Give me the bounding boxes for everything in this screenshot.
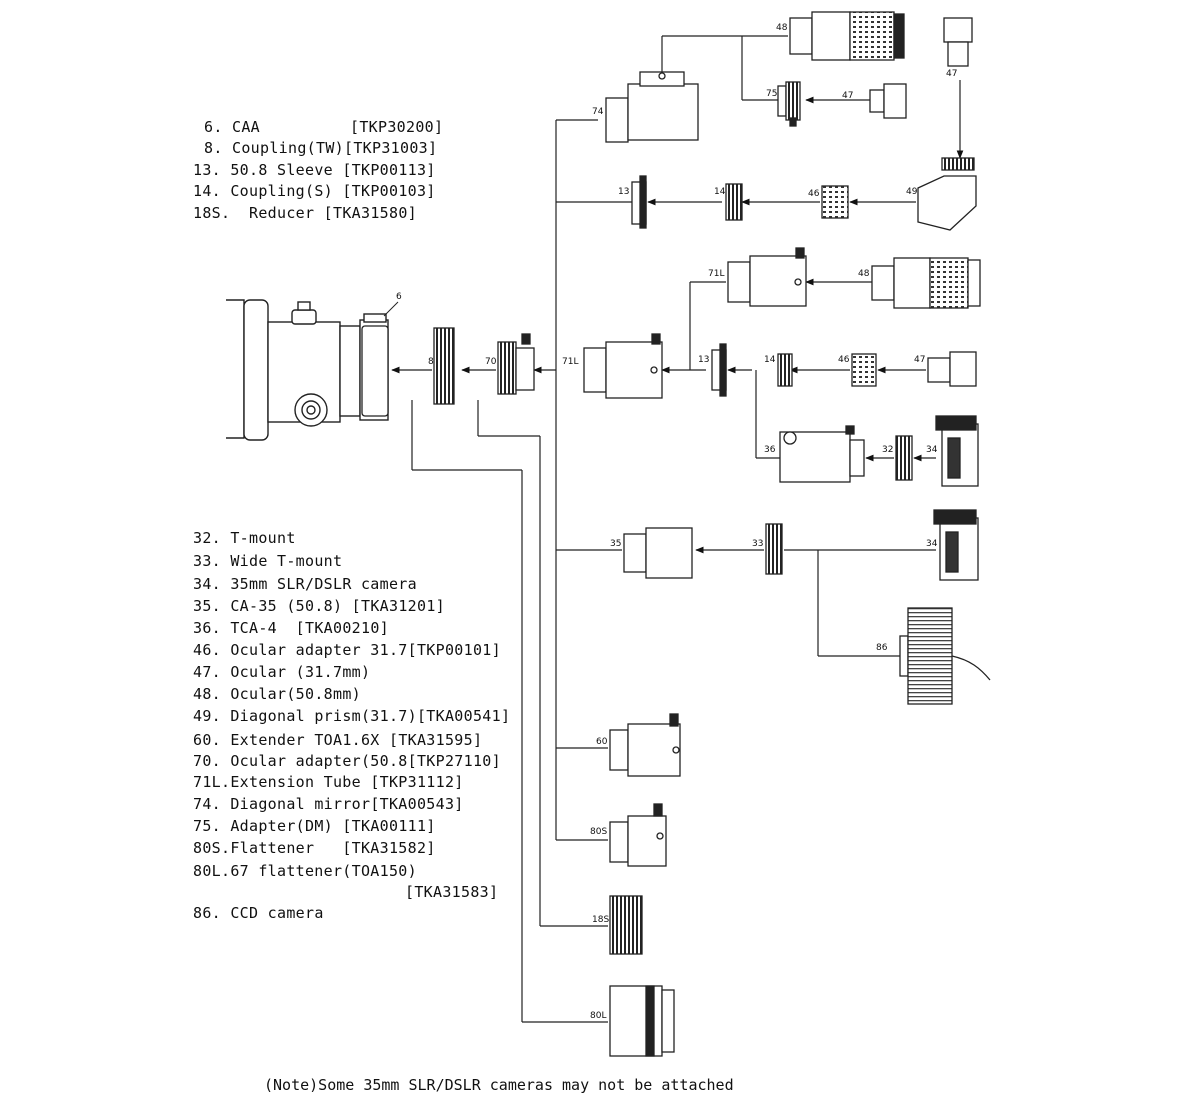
part-71L-upper — [727, 247, 807, 307]
list-item: 36. TCA-4 [TKA00210] — [193, 619, 389, 637]
list-item: 35. CA-35 (50.8) [TKA31201] — [193, 597, 445, 615]
callout-35: 35 — [610, 539, 621, 549]
list-item: 46. Ocular adapter 31.7[TKP00101] — [193, 641, 501, 659]
list-item: 71L.Extension Tube [TKP31112] — [193, 773, 464, 791]
callout-60: 60 — [596, 737, 608, 747]
component-shapes — [361, 11, 991, 1057]
part-60-extender — [609, 713, 681, 777]
list-item: 14. Coupling(S) [TKP00103] — [193, 182, 436, 200]
callout-75: 75 — [766, 89, 777, 99]
part-86-ccd-camera — [899, 607, 991, 705]
part-14-coupling-top — [725, 183, 743, 221]
list-item: 8. Coupling(TW)[TKP31003] — [204, 139, 438, 157]
part-47-ocular-right — [943, 17, 973, 67]
callout-8: 8 — [428, 357, 434, 367]
part-47-ocular-mid — [927, 351, 977, 387]
list-item: 33. Wide T-mount — [193, 552, 343, 570]
part-49-diagonal-prism — [917, 157, 977, 231]
callout-36: 36 — [764, 445, 776, 455]
callout-71L-upper: 71L — [708, 269, 724, 279]
part-75-adapter-dm — [777, 81, 801, 127]
part-70-adapter — [497, 341, 517, 395]
callout-14-mid: 14 — [764, 355, 776, 365]
list-item: 75. Adapter(DM) [TKA00111] — [193, 817, 436, 835]
part-33-wide-tmount — [765, 523, 783, 575]
connector-lines — [391, 35, 964, 1023]
part-34-camera-b — [933, 509, 979, 581]
callout-32: 32 — [882, 445, 893, 455]
callout-47-top: 47 — [842, 91, 853, 101]
callout-48-mid: 48 — [858, 269, 870, 279]
part-35-ca35 — [623, 527, 693, 579]
list-item: 86. CCD camera — [193, 904, 324, 922]
list-item: 80S.Flattener [TKA31582] — [193, 839, 436, 857]
callout-86: 86 — [876, 643, 888, 653]
part-80S-flattener — [609, 803, 667, 867]
list-item: 34. 35mm SLR/DSLR camera — [193, 575, 417, 593]
callout-34-b: 34 — [926, 539, 938, 549]
list-item: 47. Ocular (31.7mm) — [193, 663, 371, 681]
list-item: 6. CAA[TKP30200] — [204, 118, 444, 136]
list-item: 70. Ocular adapter(50.8[TKP27110] — [193, 752, 501, 770]
part-80L-flattener — [609, 985, 675, 1057]
part-48-ocular-mid — [871, 257, 981, 309]
footnote: (Note)Some 35mm SLR/DSLR cameras may not… — [264, 1076, 734, 1094]
callout-74: 74 — [592, 107, 604, 117]
callout-33: 33 — [752, 539, 763, 549]
callout-13-mid: 13 — [698, 355, 709, 365]
part-8-coupling — [433, 327, 455, 405]
part-46-ocular-adapter-top — [821, 185, 849, 219]
part-74-diagonal-mirror — [605, 97, 629, 143]
part-71L-tube — [583, 347, 607, 393]
list-item: 13. 50.8 Sleeve [TKP00113] — [193, 161, 436, 179]
list-item: 74. Diagonal mirror[TKA00543] — [193, 795, 464, 813]
callout-80L: 80L — [590, 1011, 606, 1021]
list-item: 32. T-mount — [193, 529, 296, 547]
callout-47-right: 47 — [946, 69, 957, 79]
callout-34-a: 34 — [926, 445, 938, 455]
callout-18S: 18S — [592, 915, 609, 925]
callout-6: 6 — [396, 292, 402, 302]
callout-49: 49 — [906, 187, 918, 197]
list-item: 49. Diagonal prism(31.7)[TKA00541] — [193, 707, 511, 725]
callout-46-top: 46 — [808, 189, 820, 199]
part-14-coupling-mid — [777, 353, 793, 387]
callout-47-mid: 47 — [914, 355, 925, 365]
callout-46-mid: 46 — [838, 355, 850, 365]
callout-48-top: 48 — [776, 23, 788, 33]
list-item: 48. Ocular(50.8mm) — [193, 685, 361, 703]
part-32-tmount — [895, 435, 913, 481]
callout-14-top: 14 — [714, 187, 726, 197]
callout-80S: 80S — [590, 827, 607, 837]
list-item: 60. Extender TOA1.6X [TKA31595] — [193, 731, 483, 749]
part-18S-reducer — [609, 895, 643, 955]
list-item: 18S. Reducer [TKA31580] — [193, 204, 417, 222]
callout-71L-main: 71L — [562, 357, 578, 367]
callout-13-top: 13 — [618, 187, 629, 197]
part-48-ocular-top — [789, 11, 905, 61]
list-item: 80L.67 flattener(TOA150) — [193, 862, 417, 880]
part-36-tca4 — [779, 425, 865, 483]
callout-70: 70 — [485, 357, 497, 367]
part-34-camera-a — [935, 415, 979, 487]
part-47-ocular-top — [869, 83, 907, 119]
part-46-ocular-adapter-mid — [851, 353, 877, 387]
part-6-caa — [361, 325, 389, 417]
list-item-code: [TKA31583] — [405, 883, 499, 901]
